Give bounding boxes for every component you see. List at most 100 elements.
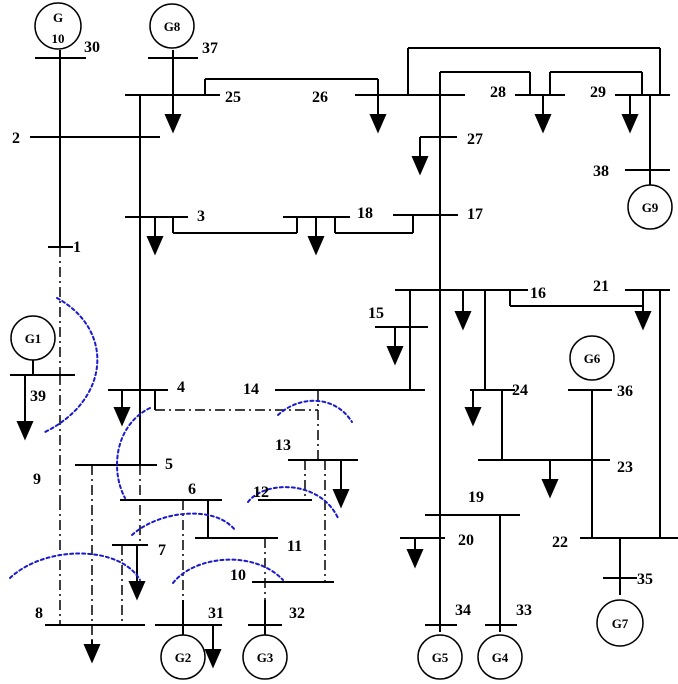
cut-curve-5: [116, 407, 151, 499]
bus-label-27: 27: [467, 131, 483, 148]
dashdot-lines: [59, 247, 326, 645]
bus-label-38: 38: [593, 163, 609, 180]
load-arrow-21: [634, 290, 652, 331]
load-arrow-4: [113, 390, 131, 427]
load-arrow-24: [464, 390, 482, 427]
generator-g8-circle: [149, 3, 195, 49]
bus-label-17: 17: [467, 206, 483, 223]
generator-g6: G6: [569, 335, 615, 381]
bus-label-1: 1: [73, 239, 81, 256]
bus-label-16: 16: [530, 285, 546, 302]
generator-g8-label: G8: [164, 19, 181, 34]
generator-g2-label: G2: [175, 650, 192, 665]
load-arrows: [16, 95, 652, 669]
generator-g4-label: G4: [492, 650, 509, 665]
cut-curve-6: [131, 512, 236, 536]
generator-g10: G 10: [34, 2, 82, 50]
bus-label-2: 2: [12, 130, 20, 147]
generator-g6-label: G6: [584, 351, 601, 366]
generator-g5-circle: [417, 634, 463, 680]
load-arrow-26: [369, 95, 387, 134]
bus-label-3: 3: [197, 208, 205, 225]
bus-label-13: 13: [275, 437, 291, 454]
bus-label-10: 10: [230, 567, 246, 584]
bus-label-35: 35: [637, 571, 653, 588]
generator-g9: G9: [627, 184, 673, 230]
bus-label-39: 39: [30, 388, 46, 405]
load-arrow-27: [411, 137, 429, 176]
load-arrow-31: [204, 625, 222, 669]
cut-curve-10: [172, 558, 284, 584]
load-arrow-20: [406, 538, 424, 569]
bus-label-22: 22: [552, 534, 568, 551]
generator-g3-label: G3: [257, 650, 274, 665]
bus-label-8: 8: [35, 605, 43, 622]
bus-label-7: 7: [158, 542, 166, 559]
generator-g6-circle: [569, 335, 615, 381]
load-arrow-23: [541, 460, 559, 499]
bus-label-30: 30: [84, 39, 100, 56]
bus-label-32: 32: [289, 605, 305, 622]
generator-g5: G5: [417, 634, 463, 680]
bus-label-33: 33: [516, 602, 532, 619]
bus-label-14: 14: [243, 381, 259, 398]
bus-label-36: 36: [617, 383, 633, 400]
bus-label-25: 25: [225, 89, 241, 106]
bus-label-28: 28: [490, 84, 506, 101]
bus-label-9: 9: [33, 471, 41, 488]
generator-g2: G2: [160, 634, 206, 680]
generator-g7-circle: [596, 599, 644, 647]
bus-label-20: 20: [458, 532, 474, 549]
load-arrow-18: [307, 217, 325, 256]
load-arrow-13: [332, 460, 350, 509]
generator-g1-circle: [10, 315, 56, 361]
generator-g4-circle: [477, 634, 523, 680]
bus-label-6: 6: [188, 481, 196, 498]
bus-label-23: 23: [617, 459, 633, 476]
bus-label-12: 12: [253, 484, 269, 501]
generator-g9-circle: [627, 184, 673, 230]
generator-g1-label: G1: [25, 331, 42, 346]
bus-label-15: 15: [368, 305, 384, 322]
bus-label-5: 5: [165, 456, 173, 473]
bus-label-18: 18: [357, 205, 373, 222]
load-arrow-16: [454, 290, 472, 331]
bus-label-31: 31: [208, 605, 224, 622]
load-arrow-15: [386, 327, 404, 366]
generator-g1: G1: [10, 315, 56, 361]
generator-g5-label: G5: [432, 650, 449, 665]
cut-curve-7: [9, 552, 141, 581]
generator-g9-label: G9: [642, 200, 659, 215]
generator-g7: G7: [596, 599, 644, 647]
cut-curve-14: [277, 399, 353, 423]
generator-g10-label-num: 10: [52, 31, 65, 46]
bus-label-34: 34: [455, 602, 471, 619]
load-arrow-29: [621, 95, 639, 134]
bus-label-37: 37: [202, 40, 218, 57]
cut-curve-12: [247, 486, 339, 519]
bus-label-11: 11: [287, 538, 302, 555]
generator-g7-label: G7: [612, 616, 629, 631]
cut-curve-g1: [44, 297, 99, 433]
bus-label-19: 19: [468, 489, 484, 506]
load-arrow-8: [83, 640, 101, 664]
generator-g8: G8: [149, 3, 195, 49]
generator-g4: G4: [477, 634, 523, 680]
load-arrow-25: [164, 95, 182, 134]
load-arrow-28: [534, 95, 552, 134]
generator-g3-circle: [242, 634, 288, 680]
bus-label-29: 29: [590, 84, 606, 101]
generator-g2-circle: [160, 634, 206, 680]
bus-label-21: 21: [593, 278, 609, 295]
partition-curves: [9, 297, 353, 584]
load-arrow-3: [146, 217, 164, 256]
bus-label-4: 4: [177, 379, 185, 396]
bus-label-24: 24: [512, 382, 528, 399]
bus-labels: 1 2 3 4 5 6 7 8 9 10 11 12 13 14 15 16 1…: [12, 39, 653, 622]
solid-lines: [10, 47, 678, 635]
bus-label-26: 26: [312, 89, 328, 106]
generator-g10-circle: [34, 2, 82, 50]
generator-g3: G3: [242, 634, 288, 680]
